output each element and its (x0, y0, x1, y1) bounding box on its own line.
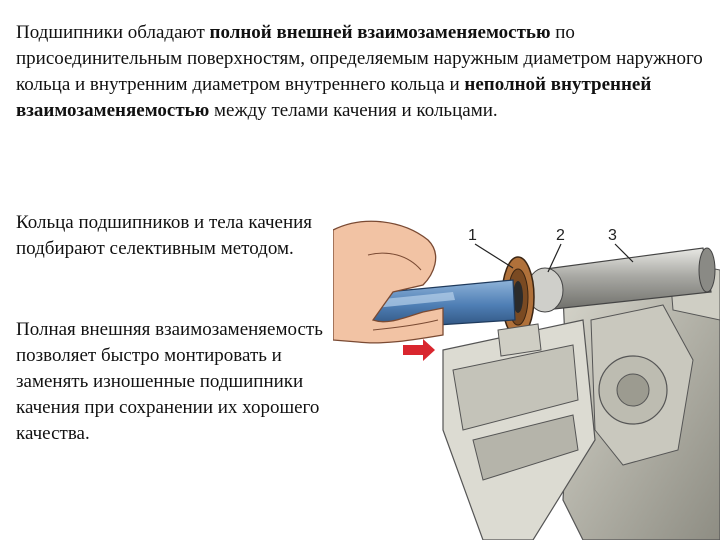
vise-body (562, 259, 720, 540)
bold-term-internal: неполной внутренней взаимозаменяемостью (16, 74, 652, 121)
selective-method-paragraph: Кольца подшипников и тела качения подбир… (16, 212, 313, 259)
callout-label-2: 2 (556, 227, 565, 244)
bearing-mounting-illustration: 1 2 3 (333, 200, 720, 540)
interchangeability-paragraph: Полная внешняя взаимозаменяемость позвол… (16, 319, 323, 444)
main-paragraph: Подшипники обладают полной внешней взаим… (16, 20, 706, 124)
text-segment: по присоединительным поверхностям, опред… (16, 22, 703, 95)
base-rail (442, 319, 596, 540)
callout-label-1: 1 (468, 227, 477, 244)
shaft (526, 247, 716, 313)
direction-arrow (403, 339, 435, 361)
text-segment: Подшипники обладают (16, 22, 210, 43)
text-segment: между телами качения и кольцами. (209, 100, 498, 121)
callout-lines (474, 243, 634, 273)
bold-term-external: полной внешней взаимозаменяемостью (209, 22, 551, 43)
callout-label-3: 3 (608, 227, 617, 244)
hand (333, 220, 444, 344)
